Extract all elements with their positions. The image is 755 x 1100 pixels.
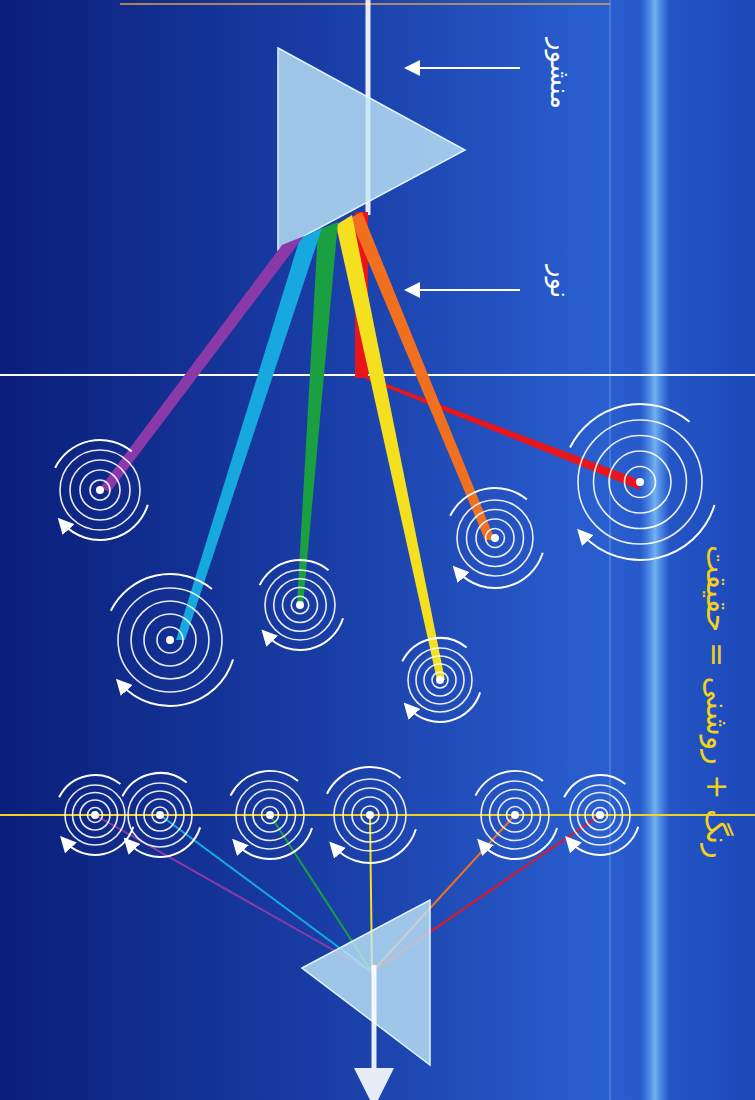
spiral-symbol [55,440,148,540]
spiral-symbol [59,775,133,855]
formula-text: رنگ + روشنی = حقیقت [700,545,735,859]
spiral-symbol [450,488,543,588]
ray-line [120,3,610,5]
spiral-symbol [260,560,343,650]
spiral-symbol [570,404,714,560]
spiral-symbol [327,767,416,863]
prism [302,900,430,1065]
axis-line [0,814,755,816]
violet-ray [100,236,304,492]
part-label: منشور [545,38,575,109]
spiral-symbol [476,771,557,859]
spiral-symbol [564,775,638,855]
spiral-symbol [402,638,480,722]
spiral-symbol [111,574,233,706]
yellow-ray [336,215,445,680]
prism [278,48,465,250]
pointer-arrow [412,289,520,291]
spiral-symbol [122,773,200,857]
part-label: نور [545,265,575,298]
light-band [640,0,670,1100]
spiral-symbol [231,771,312,859]
white-beam [372,965,377,1088]
pointer-arrow [412,67,520,69]
